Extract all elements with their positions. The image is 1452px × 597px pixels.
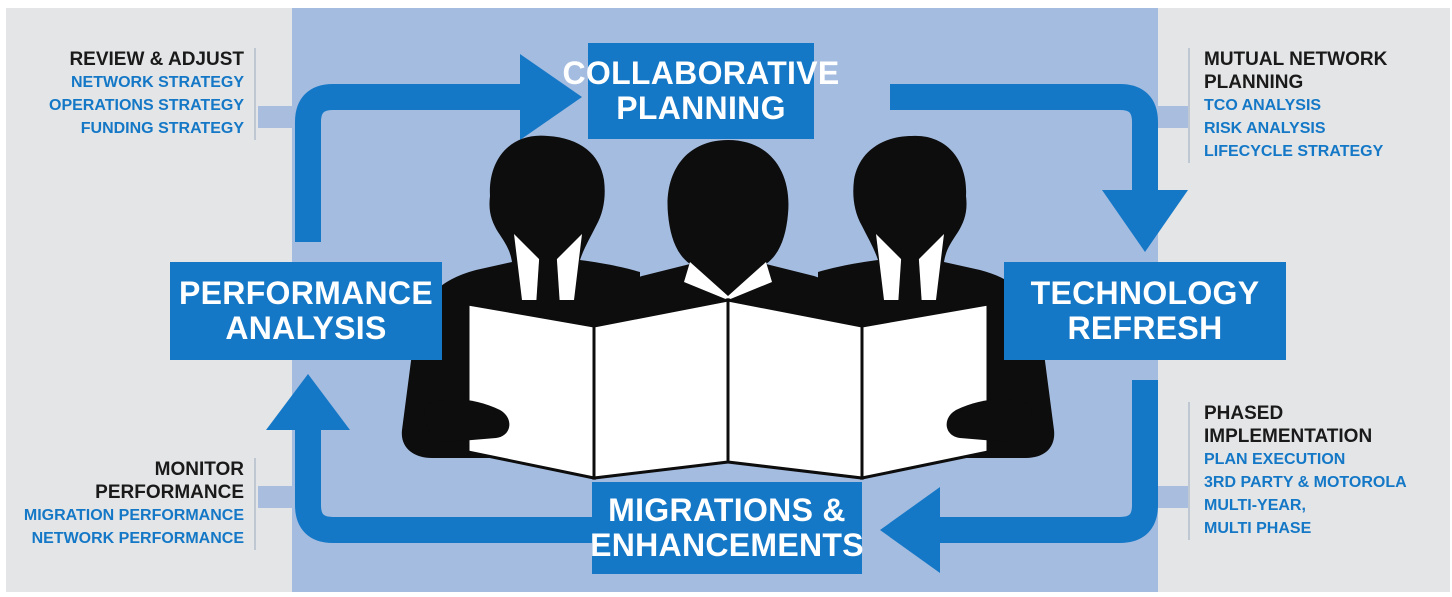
migrations-enhancements-line-2: ENHANCEMENTS [590, 527, 864, 563]
callout-item: 3RD PARTY & MOTOROLA [1204, 474, 1407, 491]
right-tie [898, 246, 922, 318]
right-shirt [876, 234, 944, 300]
connector-monitor [258, 486, 294, 508]
document-panel-2 [592, 298, 730, 480]
open-folded-document-icon [466, 298, 990, 480]
left-tie [536, 246, 560, 318]
callout-heading: REVIEW & ADJUST [69, 49, 244, 70]
arrow-performance-to-collaborative [295, 84, 532, 242]
review-adjust-callout: REVIEW & ADJUST NETWORK STRATEGY OPERATI… [0, 48, 256, 140]
callout-heading: PERFORMANCE [95, 482, 244, 503]
arrowhead-left-icon [880, 487, 940, 573]
collaborative-planning-line-2: PLANNING [616, 90, 786, 126]
right-hand [946, 399, 1032, 442]
connector-mutual [1156, 106, 1190, 128]
callout-heading: MUTUAL NETWORK [1204, 49, 1388, 70]
callout-item: MULTI PHASE [1204, 520, 1312, 537]
callout-item: RISK ANALYSIS [1204, 120, 1326, 137]
callout-item: PLAN EXECUTION [1204, 451, 1346, 468]
left-shirt [514, 234, 582, 300]
callout-heading: PLANNING [1204, 72, 1304, 93]
mutual-network-planning-callout: MUTUAL NETWORK PLANNING TCO ANALYSIS RIS… [1188, 48, 1452, 163]
arrow-technology-to-migrations [926, 380, 1158, 543]
arrow-heads [266, 54, 1188, 573]
migrations-enhancements-box: MIGRATIONS & ENHANCEMENTS [590, 482, 864, 574]
callout-item: FUNDING STRATEGY [80, 120, 244, 137]
document-panel-4 [860, 302, 990, 480]
callout-item: LIFECYCLE STRATEGY [1204, 143, 1384, 160]
collaborative-planning-box: COLLABORATIVE PLANNING [562, 43, 839, 139]
technology-refresh-line-2: REFRESH [1067, 310, 1223, 346]
callout-connectors [258, 106, 1190, 508]
technology-refresh-line-1: TECHNOLOGY [1030, 275, 1260, 312]
callout-item: NETWORK PERFORMANCE [31, 530, 244, 547]
callout-heading: MONITOR [154, 459, 244, 480]
attire-details [514, 234, 944, 318]
hands [424, 399, 1032, 442]
migrations-enhancements-line-1: MIGRATIONS & [608, 492, 846, 529]
arrow-collaborative-to-technology [890, 84, 1158, 196]
document-panel-1 [466, 302, 596, 480]
technology-refresh-box: TECHNOLOGY REFRESH [1004, 262, 1286, 360]
middle-collar [684, 262, 772, 300]
left-hand [424, 399, 510, 442]
document-panel-3 [726, 298, 864, 480]
callout-item: TCO ANALYSIS [1204, 97, 1322, 114]
performance-analysis-box: PERFORMANCE ANALYSIS [170, 262, 442, 360]
cycle-arrows [295, 84, 1158, 543]
callout-item: OPERATIONS STRATEGY [49, 97, 244, 114]
callout-heading: PHASED [1204, 403, 1284, 424]
arrowhead-up-icon [266, 374, 350, 430]
collaborative-planning-line-1: COLLABORATIVE [562, 55, 840, 92]
connector-review [258, 106, 294, 128]
phased-implementation-callout: PHASED IMPLEMENTATION PLAN EXECUTION 3RD… [1188, 402, 1452, 540]
arrowhead-right-icon [520, 54, 582, 140]
callout-item: MIGRATION PERFORMANCE [23, 507, 244, 524]
monitor-performance-callout: MONITOR PERFORMANCE MIGRATION PERFORMANC… [0, 458, 256, 550]
middle-person-silhouette [604, 140, 852, 360]
callout-item: MULTI-YEAR, [1204, 497, 1306, 514]
callout-item: NETWORK STRATEGY [70, 74, 244, 91]
performance-analysis-line-1: PERFORMANCE [179, 275, 433, 312]
arrowhead-down-icon [1102, 190, 1188, 252]
connector-phased [1156, 486, 1190, 508]
arrow-migrations-to-performance [295, 428, 592, 543]
callout-heading: IMPLEMENTATION [1204, 426, 1373, 447]
performance-analysis-line-2: ANALYSIS [225, 310, 387, 346]
